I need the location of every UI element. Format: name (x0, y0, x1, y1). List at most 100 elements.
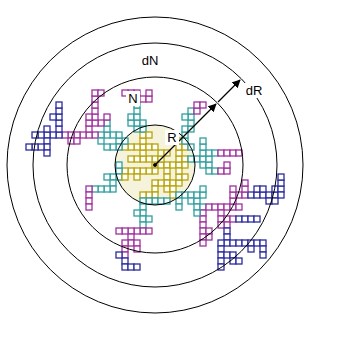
particle-cell (110, 174, 116, 180)
particle-cell (164, 174, 170, 180)
particle-cell (218, 246, 224, 252)
particle-cell (236, 258, 242, 264)
particle-cell (212, 150, 218, 156)
particle-cell (134, 210, 140, 216)
particle-cell (224, 228, 230, 234)
particle-cell (128, 240, 134, 246)
particle-cell (200, 240, 206, 246)
particle-cell (152, 186, 158, 192)
particle-cell (218, 150, 224, 156)
radius-circle (67, 77, 243, 253)
particle-cell (170, 186, 176, 192)
particle-cell (92, 108, 98, 114)
particle-cell (86, 114, 92, 120)
particle-cell (230, 150, 236, 156)
particle-cell (176, 162, 182, 168)
particle-cell (182, 162, 188, 168)
particle-cell (218, 204, 224, 210)
particle-cell (44, 126, 50, 132)
particle-cell (86, 132, 92, 138)
particle-cell (122, 258, 128, 264)
particle-cell (128, 168, 134, 174)
particle-cell (164, 186, 170, 192)
particle-cell (224, 234, 230, 240)
particle-cell (140, 168, 146, 174)
particle-cell (242, 186, 248, 192)
shell-arrow (218, 80, 240, 102)
particle-cell (152, 144, 158, 150)
particle-cell (146, 168, 152, 174)
particle-cell (134, 114, 140, 120)
particle-cell (104, 174, 110, 180)
particle-cell (158, 162, 164, 168)
shell-width-label: dR (244, 83, 265, 98)
particle-cell (128, 234, 134, 240)
particle-cell (248, 246, 254, 252)
particle-cell (110, 132, 116, 138)
particle-cell (140, 216, 146, 222)
particle-cell (200, 216, 206, 222)
particle-cell (188, 156, 194, 162)
particle-cell (98, 186, 104, 192)
particle-cell (224, 168, 230, 174)
particle-cell (38, 132, 44, 138)
particle-cell (122, 228, 128, 234)
particle-cell (176, 204, 182, 210)
particle-cell (152, 156, 158, 162)
particle-cell (140, 210, 146, 216)
particle-cell (44, 138, 50, 144)
particle-cell (86, 192, 92, 198)
particle-cell (248, 192, 254, 198)
particle-cell (116, 168, 122, 174)
particle-cell (146, 192, 152, 198)
particle-cell (104, 144, 110, 150)
particle-cell (224, 162, 230, 168)
count-label: N (126, 91, 139, 106)
particle-cell (140, 120, 146, 126)
particle-cell (80, 132, 86, 138)
particle-cell (200, 144, 206, 150)
particle-cell (164, 180, 170, 186)
particle-cell (158, 150, 164, 156)
particle-cell (122, 240, 128, 246)
particle-cell (104, 132, 110, 138)
particle-cell (194, 192, 200, 198)
particle-cell (152, 198, 158, 204)
particle-cell (92, 132, 98, 138)
particle-cell (140, 156, 146, 162)
particle-cell (128, 144, 134, 150)
particle-cell (146, 96, 152, 102)
particle-cell (278, 192, 284, 198)
particle-cell (152, 168, 158, 174)
particle-cell (230, 186, 236, 192)
particle-cell (254, 240, 260, 246)
particle-cell (116, 132, 122, 138)
particle-cell (134, 144, 140, 150)
particle-cell (200, 102, 206, 108)
particle-cell (260, 252, 266, 258)
particle-cell (224, 252, 230, 258)
particle-cell (122, 144, 128, 150)
particle-cell (56, 114, 62, 120)
particle-cell (188, 108, 194, 114)
outer-circle (7, 17, 303, 313)
particle-cell (242, 216, 248, 222)
particle-cell (116, 252, 122, 258)
particle-cell (170, 180, 176, 186)
particle-cell (134, 240, 140, 246)
center-dot (153, 163, 157, 167)
particle-cell (110, 186, 116, 192)
particle-cell (158, 180, 164, 186)
particle-cell (104, 126, 110, 132)
particle-cell (164, 162, 170, 168)
particle-cell (134, 120, 140, 126)
particle-cell (254, 216, 260, 222)
radius-label: R (165, 130, 178, 145)
particle-cell (218, 168, 224, 174)
particle-cell (224, 204, 230, 210)
particle-cell (194, 210, 200, 216)
particle-cell (212, 204, 218, 210)
particle-cell (188, 114, 194, 120)
particle-cell (140, 132, 146, 138)
particle-cell (44, 150, 50, 156)
